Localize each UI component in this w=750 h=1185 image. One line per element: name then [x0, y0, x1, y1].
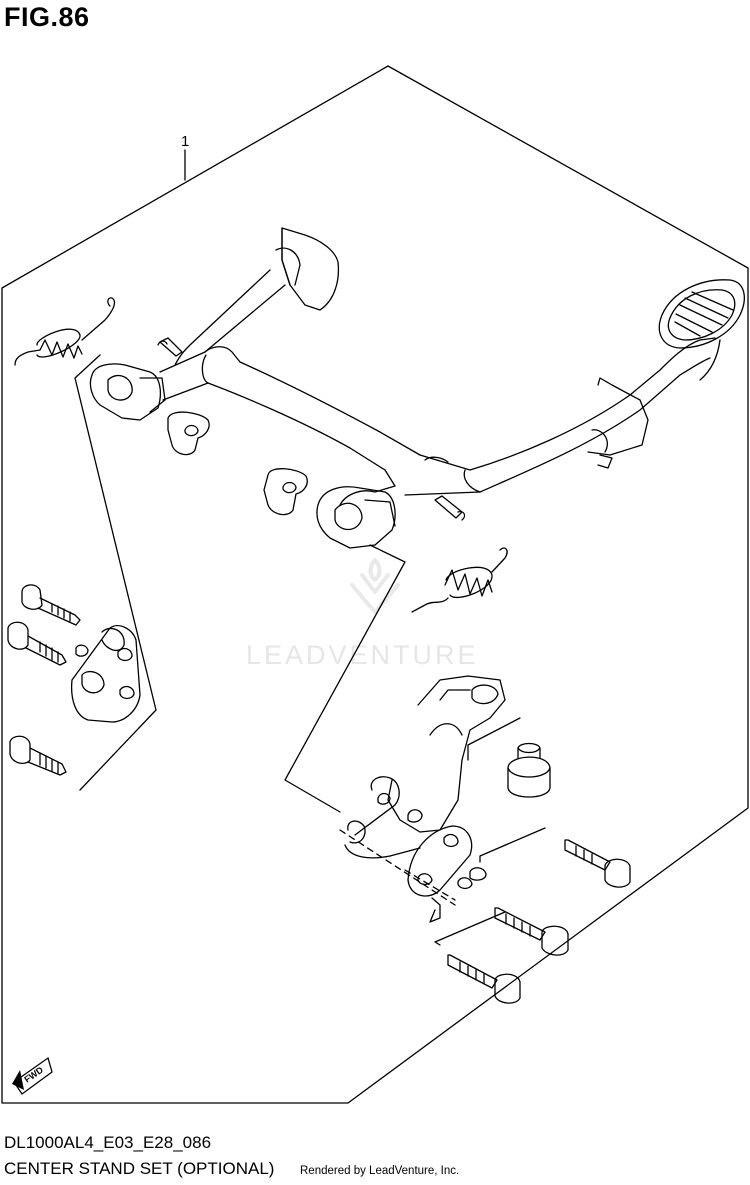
fwd-arrow-icon: FWD [12, 1056, 53, 1095]
rubber-bumper [507, 742, 551, 798]
nut-right [469, 867, 487, 881]
mounting-bracket-right [344, 675, 506, 923]
callout-1-label: 1 [181, 133, 189, 150]
bolt-left-3 [9, 735, 67, 776]
diagram-name: CENTER STAND SET (OPTIONAL) [4, 1159, 275, 1178]
guide-line-bottom [434, 911, 506, 946]
center-stand-frame [89, 227, 745, 549]
bolt-right-3 [447, 954, 521, 1004]
bushing-right [263, 468, 308, 516]
bolt-right-2 [494, 907, 569, 956]
pivot-pin-left [157, 337, 183, 357]
leadventure-watermark: LEADVENTURE [246, 640, 479, 670]
bolt-right-1 [564, 839, 631, 888]
return-spring-right [411, 547, 508, 613]
assembly-boundary [1, 65, 749, 1104]
guide-line-right-lower [479, 827, 546, 863]
figure-title: FIG.86 [4, 2, 90, 32]
pivot-pin-right [434, 495, 466, 521]
guide-line-right-upper [467, 717, 521, 761]
nut-left [75, 644, 89, 657]
bolt-left-2 [7, 621, 67, 666]
bushing-left [167, 411, 210, 456]
hidden-line-2 [404, 869, 456, 901]
diagram-code: DL1000AL4_E03_E28_086 [4, 1133, 212, 1152]
guide-line-bracket [284, 544, 406, 813]
mounting-plate-left [70, 625, 141, 723]
return-spring-left [14, 297, 116, 366]
leadventure-logo [350, 558, 400, 614]
bolt-left-1 [21, 584, 81, 626]
guide-line-left [74, 354, 157, 791]
render-credit: Rendered by LeadVenture, Inc. [300, 1165, 460, 1177]
hidden-line-1 [339, 829, 456, 906]
